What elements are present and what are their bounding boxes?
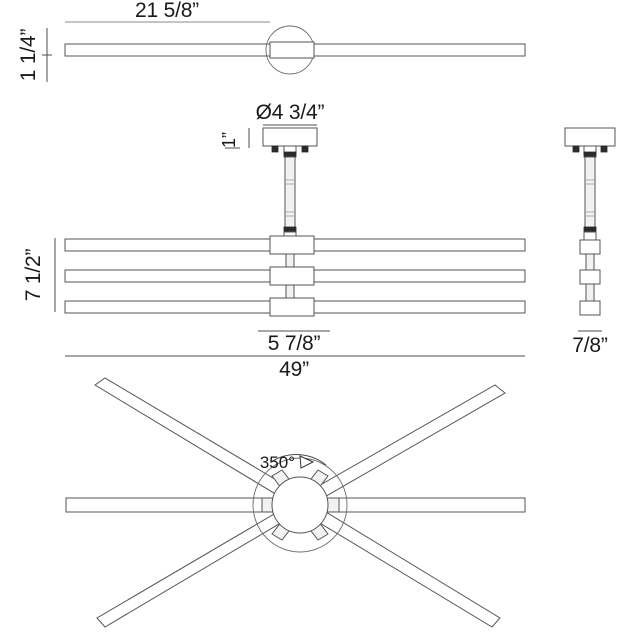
dimension-bar-depth: 7/8” [572, 330, 608, 357]
dimension-length-21-5-8: 21 5/8” [65, 0, 270, 23]
side-suspension-stem [584, 156, 596, 236]
dimension-label-rotation: 350° [260, 453, 295, 472]
dimension-label-top-height: 1 1/4” [17, 29, 40, 82]
bar3-left-segment [64, 300, 271, 314]
side-bar-section-1 [579, 239, 601, 255]
dimension-overall-width: 49” [65, 355, 525, 381]
canopy-screw-left [271, 145, 279, 153]
bar3-hub-block [269, 297, 315, 317]
side-bar-section-3 [579, 300, 601, 316]
view-side-elevation: 7/8” [564, 127, 616, 357]
side-stem-joint-bottom [583, 226, 597, 233]
plan-arm-lower-left [96, 499, 307, 628]
bar2-hub-block [269, 266, 315, 286]
dimension-rotation-angle: 350° [260, 453, 327, 472]
dimension-label-length: 21 5/8” [135, 0, 199, 22]
side-stem-joint-top [583, 151, 597, 158]
dimension-canopy-diameter: Ø4 3/4” [256, 101, 325, 126]
top-view-right-bar [313, 43, 526, 57]
plan-collar-right [326, 497, 340, 513]
dimension-stack-height: 7 1/2” [22, 238, 56, 312]
dimension-label-overall-width: 49” [279, 358, 309, 381]
canopy-plate [262, 127, 318, 147]
stem-joint-bottom [283, 226, 297, 233]
top-view-left-bar [64, 43, 271, 57]
dimension-label-bar-depth: 7/8” [572, 334, 608, 357]
dimension-hub-width: 5 7/8” [258, 330, 330, 355]
bar2-left-segment [64, 269, 271, 283]
dimension-label-canopy-dia: Ø4 3/4” [256, 101, 325, 124]
suspension-stem [284, 156, 296, 236]
plan-arm-upper-right [293, 384, 506, 511]
dimension-label-stack: 7 1/2” [22, 249, 45, 302]
view-plan: 350° [65, 377, 526, 628]
side-connector-1 [585, 253, 595, 271]
light-bar-row-2 [64, 266, 526, 286]
dimension-label-hub-width: 5 7/8” [268, 332, 321, 355]
side-canopy-screw-left [572, 145, 580, 153]
dimension-label-canopy-height: 1” [219, 132, 239, 148]
dimension-height-1-1-4: 1 1/4” [17, 28, 52, 82]
rotation-arrow-head [299, 455, 315, 469]
bar3-right-segment [313, 300, 526, 314]
bar1-left-segment [64, 238, 271, 252]
canopy-screw-right [301, 145, 309, 153]
light-bar-row-3 [64, 297, 526, 317]
bar1-right-segment [313, 238, 526, 252]
side-bar-section-2 [579, 269, 601, 285]
side-canopy-plate [564, 127, 616, 147]
top-view-hub-block [269, 41, 315, 59]
stem-joint-top [283, 151, 297, 158]
bar1-hub-block [269, 235, 315, 255]
plan-center-hub [271, 476, 329, 534]
view-top-elevation: 21 5/8” 1 1/4” [17, 0, 526, 82]
view-front-elevation: Ø4 3/4” 1” 7 1/2” [22, 101, 526, 381]
plan-arm-diagonal-b [96, 384, 506, 628]
light-bar-row-1 [64, 235, 526, 255]
bar2-right-segment [313, 269, 526, 283]
dimension-canopy-height: 1” [219, 128, 250, 149]
side-connector-2 [585, 283, 595, 302]
side-canopy-screw-right [600, 145, 608, 153]
plan-arm-horizontal [65, 497, 526, 513]
rotation-arc-indicator [270, 454, 327, 466]
side-stem-lower-collar [583, 231, 597, 241]
